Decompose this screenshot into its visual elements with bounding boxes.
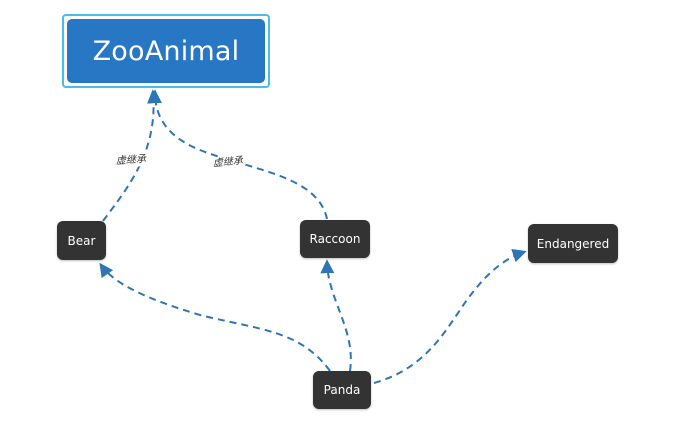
node-endangered[interactable]: Endangered — [528, 224, 618, 263]
edge-label-bear-zooanimal: 虚继承 — [114, 153, 148, 169]
edge-panda-to-endangered[interactable] — [373, 248, 527, 384]
edge-bear-to-zooanimal[interactable] — [102, 89, 161, 222]
node-panda[interactable]: Panda — [313, 371, 371, 409]
edge-raccoon-to-zooanimal[interactable] — [148, 89, 328, 220]
edge-panda-to-raccoon[interactable] — [320, 259, 352, 372]
node-bear[interactable]: Bear — [57, 221, 106, 260]
edge-panda-to-bear[interactable] — [99, 262, 331, 372]
node-zooanimal[interactable]: ZooAnimal — [67, 19, 265, 83]
node-raccoon[interactable]: Raccoon — [300, 220, 370, 258]
